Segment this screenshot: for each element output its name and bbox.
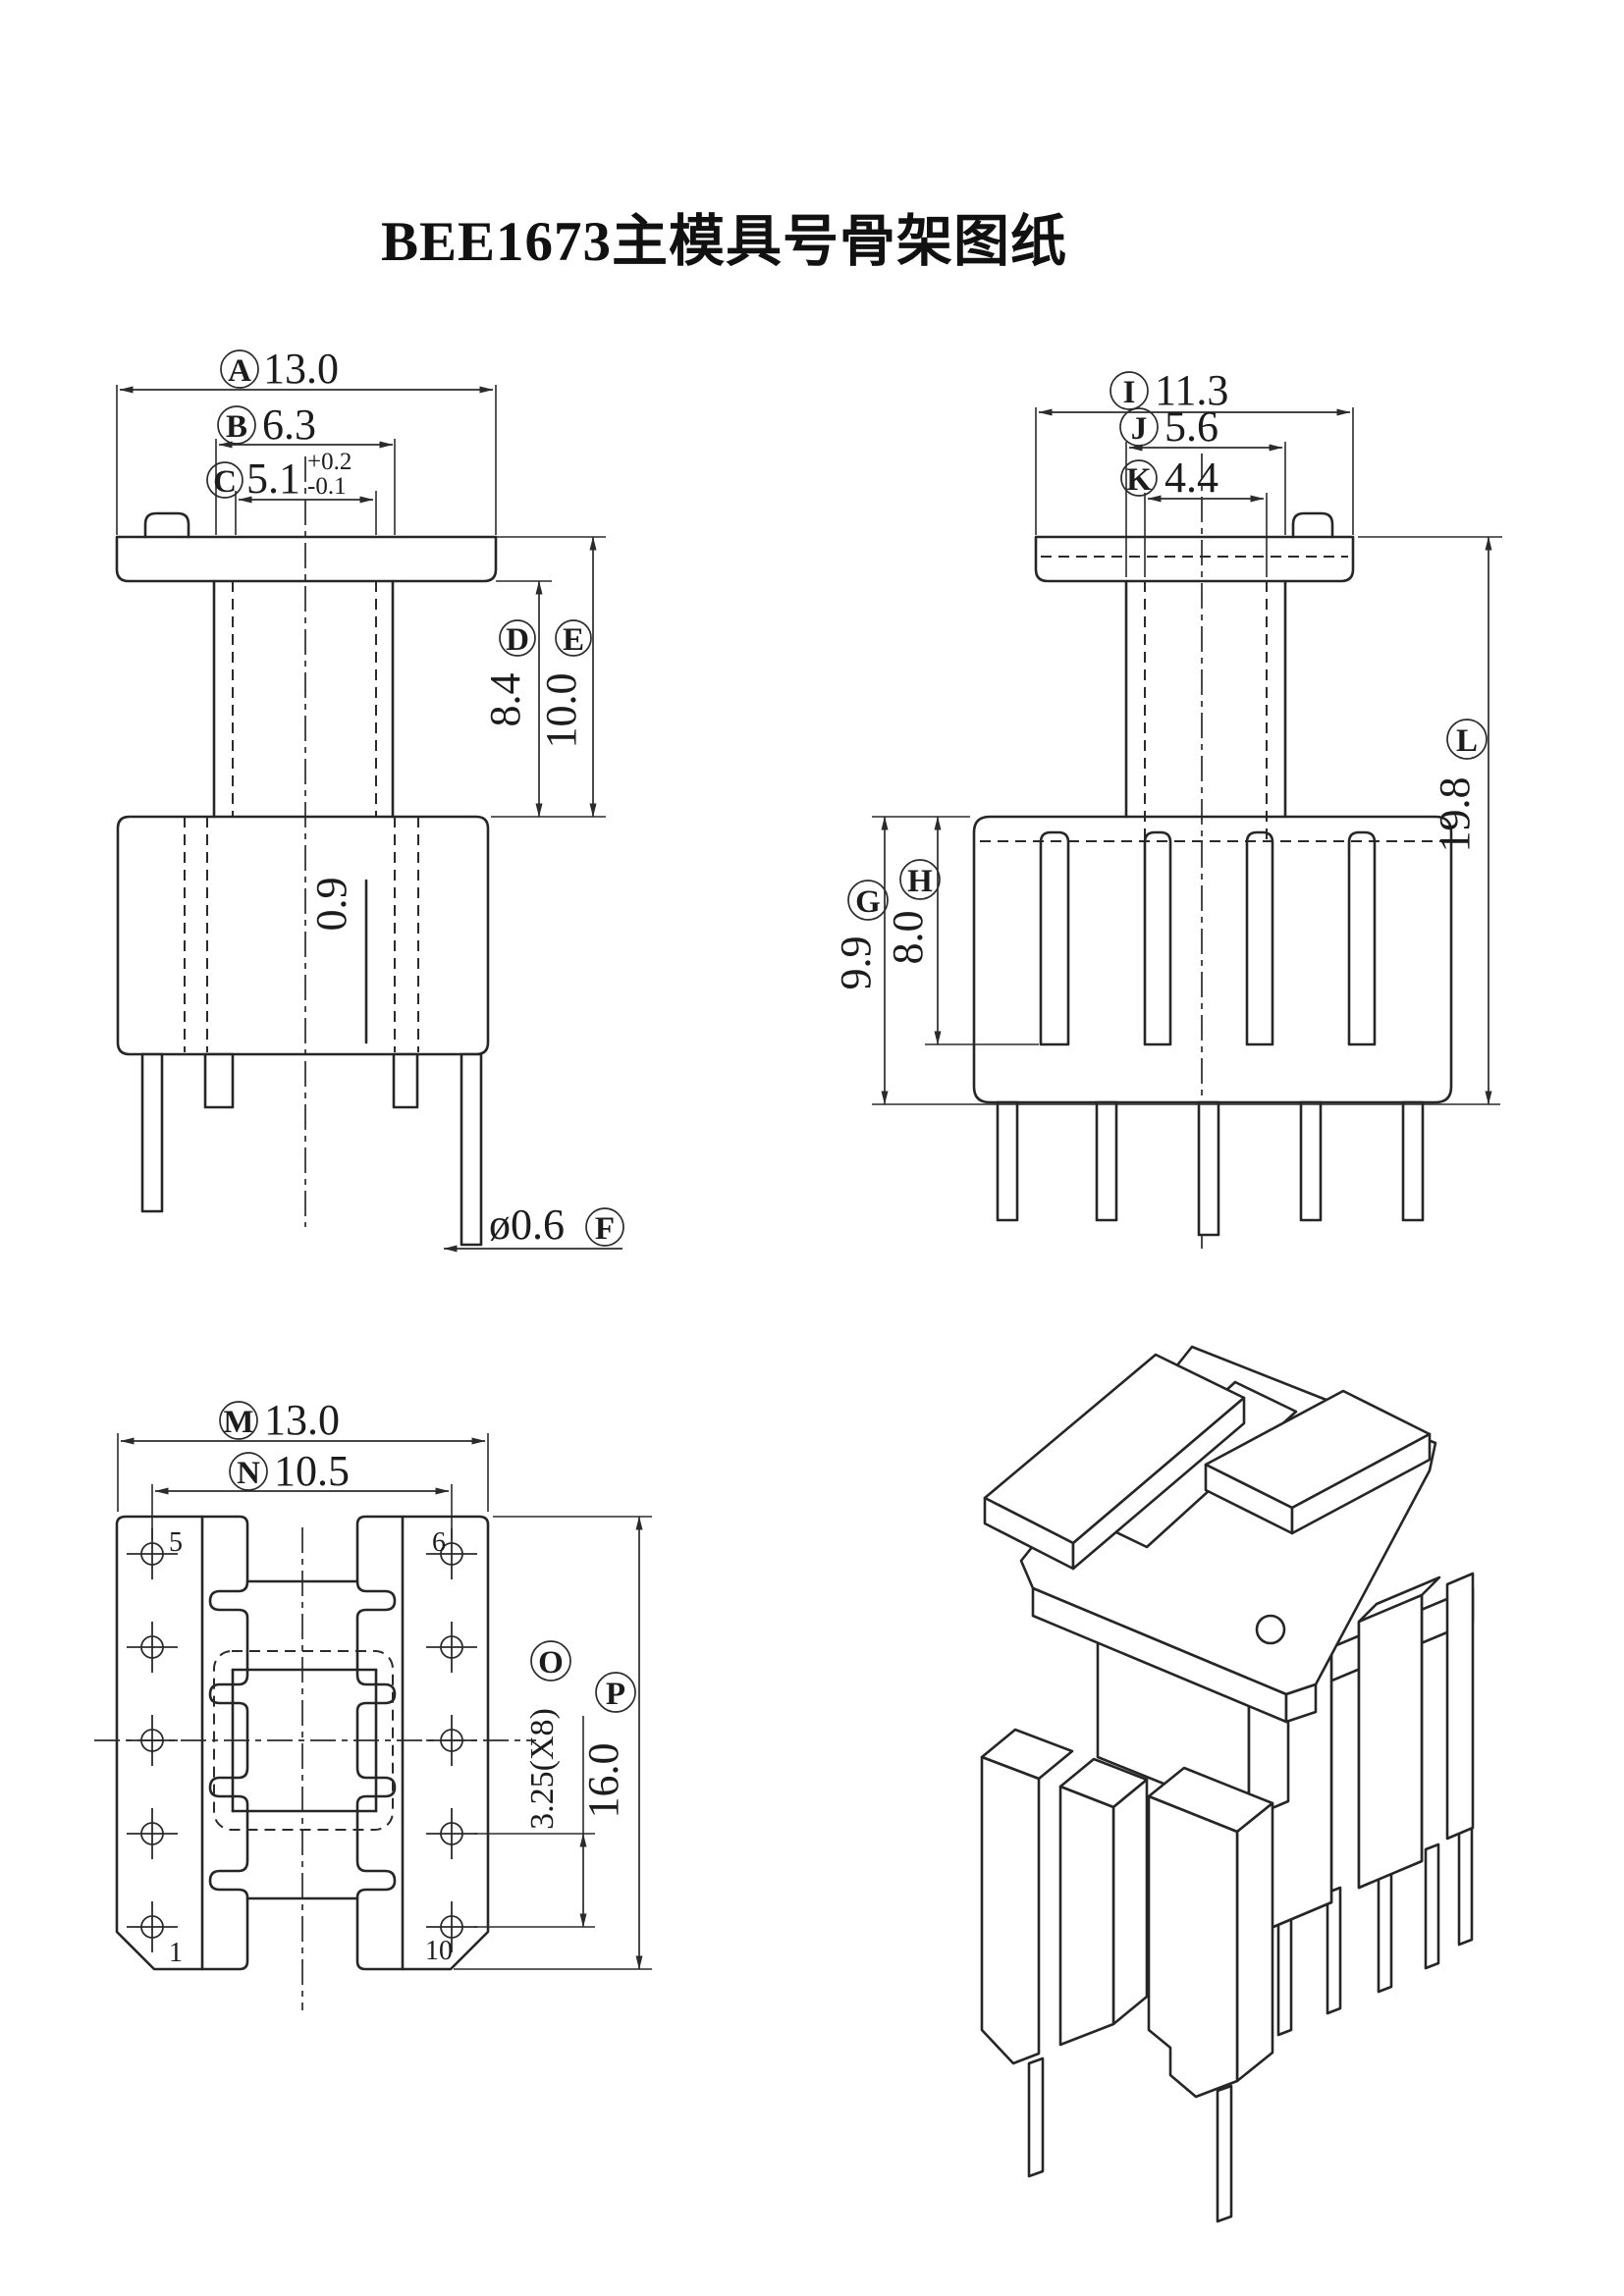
dim-value-D: 8.4 — [481, 673, 529, 727]
iso-front-pins — [1027, 2056, 1233, 2223]
dim-letter-L: L — [1456, 723, 1478, 759]
dim-G: G 9.9 — [832, 816, 1500, 1105]
dim-letter-H: H — [907, 864, 933, 899]
bottom-flange-outline: 0.9 — [116, 815, 490, 1056]
dim-label-circle-D — [499, 619, 536, 657]
dim-value-J: 5.6 — [1164, 402, 1218, 451]
dim-letter-P: P — [606, 1677, 625, 1712]
iso-top-flange — [983, 1345, 1437, 1724]
side-top-flange — [1034, 511, 1355, 583]
dim-B: B 6.3 — [215, 400, 396, 535]
dim-value-K: 4.4 — [1164, 454, 1218, 502]
isometric-view — [980, 1345, 1475, 2223]
dim-letter-J: J — [1131, 411, 1148, 447]
dim-I: I 11.3 — [1035, 366, 1354, 535]
dim-P: P 16.0 — [454, 1516, 652, 1970]
dim-O: O 3.25(X8) — [474, 1640, 595, 1928]
dim-letter-N: N — [237, 1456, 260, 1491]
dim-label-circle-G — [847, 880, 889, 921]
dim-letter-O: O — [538, 1645, 564, 1681]
pin-number-1: 1 — [169, 1938, 183, 1968]
dim-E: E 10.0 — [496, 536, 606, 818]
top-flange-outline — [115, 511, 498, 583]
iso-left-fins — [980, 1728, 1149, 2065]
dim-value-C: 5.1 — [246, 454, 300, 503]
dim-label-circle-F — [585, 1207, 624, 1247]
dim-label-circle-L — [1446, 719, 1488, 760]
dim-letter-K: K — [1126, 462, 1152, 498]
dim-letter-A: A — [228, 353, 251, 389]
dim-K: K 4.4 — [1120, 454, 1268, 577]
dim-tol-minus-C: -0.1 — [307, 473, 347, 500]
side-pins — [996, 1100, 1425, 1237]
dim-tol-plus-C: +0.2 — [307, 449, 352, 475]
dim-letter-G: G — [855, 884, 881, 920]
dim-value-B: 6.3 — [262, 400, 316, 449]
dim-letter-I: I — [1123, 375, 1136, 410]
dim-M: M 13.0 — [117, 1396, 489, 1512]
pin-number-5: 5 — [169, 1527, 183, 1558]
dim-value-F: ø0.6 — [489, 1201, 565, 1249]
drawing-title: BEE1673主模具号骨架图纸 — [381, 211, 1068, 273]
dim-J: J 5.6 — [1119, 402, 1286, 577]
dim-letter-B: B — [226, 409, 247, 445]
pin-number-6: 6 — [432, 1527, 446, 1558]
side-body — [972, 815, 1453, 1104]
dim-label-circle-O — [530, 1640, 571, 1682]
dim-letter-D: D — [506, 622, 529, 658]
iso-rear-pins — [1276, 1821, 1474, 2037]
dim-label-circle-N — [229, 1452, 268, 1491]
dim-label-circle-H — [899, 859, 941, 900]
iso-center-fin — [1147, 1766, 1274, 2099]
dim-letter-F: F — [595, 1211, 615, 1247]
dim-label-circle-E — [555, 619, 592, 657]
dim-label-circle-J — [1119, 407, 1159, 447]
dim-label-circle-I — [1110, 371, 1149, 410]
front-pins — [140, 1052, 483, 1247]
dim-F: ø0.6 F — [443, 1201, 624, 1253]
dim-label-circle-C — [206, 461, 244, 499]
pin-number-10: 10 — [425, 1936, 453, 1966]
pin-marker-column-left — [127, 1528, 178, 1952]
bottom-view: M 13.0 N 10.5 — [94, 1396, 652, 2010]
dim-value-G: 9.9 — [832, 936, 880, 990]
dim-N: N 10.5 — [151, 1447, 453, 1539]
winding-column — [212, 456, 395, 1227]
dim-H: H 8.0 — [884, 816, 1039, 1045]
dim-D: D 8.4 — [481, 580, 606, 818]
dim-value-P: 16.0 — [579, 1743, 627, 1819]
dim-value-E: 10.0 — [537, 673, 585, 749]
dim-letter-C: C — [213, 464, 237, 500]
left-comb-block — [115, 1515, 249, 1971]
dim-value-N: 10.5 — [274, 1447, 350, 1495]
right-comb-block — [355, 1515, 490, 1971]
dim-value-L: 19.8 — [1431, 777, 1479, 853]
side-view: I 11.3 J 5.6 K 4.4 — [832, 366, 1502, 1249]
dim-value-O: 3.25(X8) — [524, 1708, 561, 1830]
core-window — [94, 1527, 536, 2010]
dim-value-M: 13.0 — [264, 1396, 340, 1444]
front-view: A 13.0 B 6.3 C 5.1 +0.2 -0.1 — [115, 345, 624, 1253]
dim-value-I: 11.3 — [1155, 366, 1228, 414]
dim-label-circle-M — [219, 1401, 258, 1440]
dim-label-circle-K — [1120, 459, 1158, 497]
dim-letter-E: E — [563, 622, 584, 658]
dim-A: A 13.0 — [116, 345, 497, 535]
pin-marker-column-right — [426, 1528, 477, 1952]
dim-label-circle-P — [595, 1672, 636, 1713]
dim-label-circle-A — [220, 349, 259, 389]
dim-label-circle-B — [217, 405, 256, 445]
dim-letter-M: M — [223, 1405, 253, 1440]
dim-value-A: 13.0 — [263, 345, 339, 393]
pin-markers — [127, 1528, 477, 1952]
dim-L: L 19.8 — [1358, 536, 1502, 1105]
iso-right-fins — [1267, 1572, 1475, 1931]
rib-dim-value: 0.9 — [307, 878, 355, 932]
flange-dimple — [1255, 1614, 1286, 1645]
dim-value-H: 8.0 — [884, 911, 932, 965]
dim-C: C 5.1 +0.2 -0.1 — [206, 449, 377, 535]
